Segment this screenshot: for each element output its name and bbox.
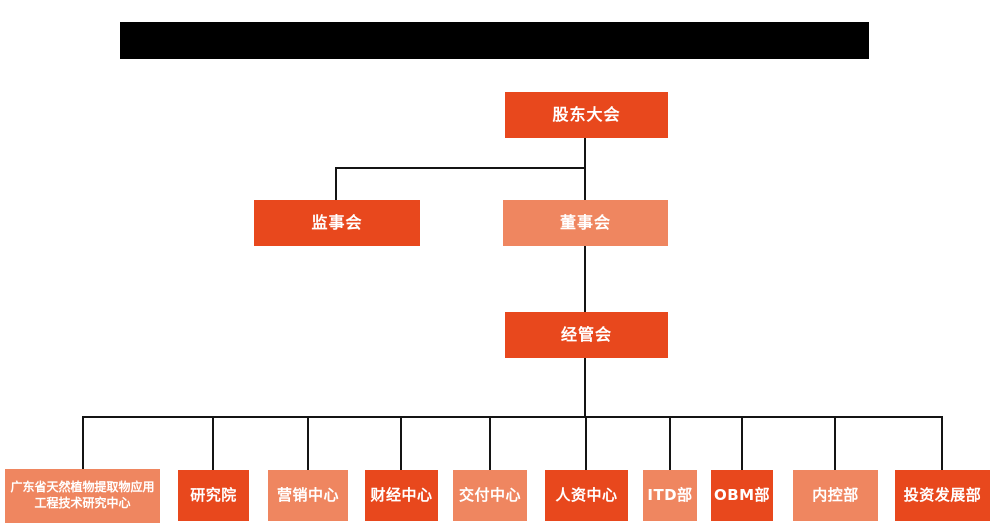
connector-line bbox=[584, 138, 586, 200]
node-management-committee: 经管会 bbox=[505, 312, 668, 358]
dept-delivery-center: 交付中心 bbox=[453, 470, 527, 521]
node-label: 财经中心 bbox=[370, 485, 433, 504]
connector-line bbox=[400, 416, 402, 470]
connector-line bbox=[585, 416, 587, 470]
connector-line bbox=[669, 416, 671, 470]
connector-line bbox=[307, 416, 309, 470]
connector-line bbox=[741, 416, 743, 470]
node-label: 人资中心 bbox=[555, 485, 618, 504]
connector-line bbox=[834, 416, 836, 470]
dept-marketing-center: 营销中心 bbox=[268, 470, 348, 521]
node-board-of-directors: 董事会 bbox=[503, 200, 668, 246]
dept-hr-center: 人资中心 bbox=[545, 470, 628, 521]
connector-line bbox=[212, 416, 214, 470]
node-label: 董事会 bbox=[559, 212, 611, 232]
node-label: 研究院 bbox=[190, 485, 237, 504]
node-supervisory-board: 监事会 bbox=[254, 200, 420, 246]
node-label: 交付中心 bbox=[458, 485, 521, 504]
node-label: 监事会 bbox=[311, 212, 363, 232]
node-label: 经管会 bbox=[560, 324, 612, 344]
node-label: 股东大会 bbox=[552, 104, 621, 124]
connector-line bbox=[335, 167, 586, 169]
connector-line bbox=[335, 167, 337, 200]
connector-line bbox=[584, 357, 586, 417]
connector-line bbox=[82, 416, 84, 470]
node-label: 投资发展部 bbox=[903, 485, 982, 504]
dept-itd: ITD部 bbox=[643, 470, 697, 521]
dept-finance-center: 财经中心 bbox=[365, 470, 438, 521]
dept-obm: OBM部 bbox=[711, 470, 773, 521]
dept-investment-development: 投资发展部 bbox=[895, 470, 990, 521]
dept-research-institute: 研究院 bbox=[178, 470, 249, 521]
node-label: OBM部 bbox=[713, 485, 771, 504]
dept-internal-control: 内控部 bbox=[793, 470, 878, 521]
node-shareholders-meeting: 股东大会 bbox=[505, 92, 668, 138]
dept-research-center-guangdong: 广东省天然植物提取物应用工程技术研究中心 bbox=[5, 469, 160, 523]
redacted-title-bar bbox=[120, 22, 869, 59]
connector-line bbox=[489, 416, 491, 470]
node-label: ITD部 bbox=[647, 485, 693, 504]
node-label: 广东省天然植物提取物应用工程技术研究中心 bbox=[10, 480, 155, 510]
node-label: 营销中心 bbox=[276, 485, 339, 504]
connector-bus-line bbox=[83, 416, 943, 418]
connector-line bbox=[941, 416, 943, 470]
node-label: 内控部 bbox=[812, 485, 859, 504]
connector-line bbox=[584, 246, 586, 312]
